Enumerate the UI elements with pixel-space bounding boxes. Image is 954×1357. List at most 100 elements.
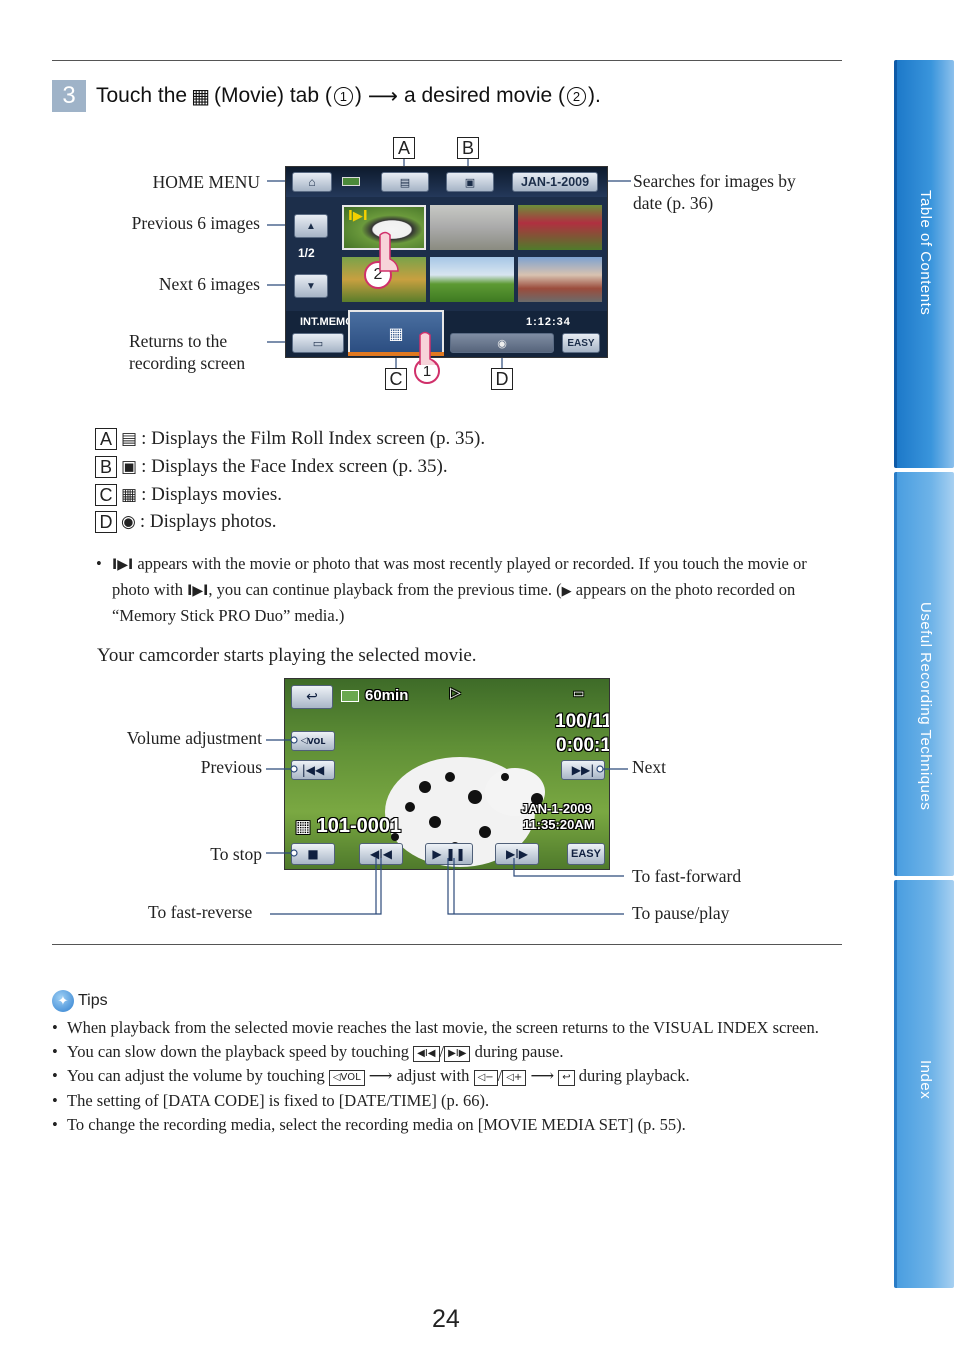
fast-forward-icon: ▶I▶ [506,847,528,861]
film-roll-index-button[interactable]: ▤ [381,172,429,192]
easy-button[interactable]: EASY [562,333,600,353]
desc-a: A ▤ : Displays the Film Roll Index scree… [95,428,485,450]
movie-tab-icon: ▦ [191,84,210,108]
playback-time: 0:00:14 [556,735,610,756]
thumbnail-3[interactable] [518,205,602,250]
desc-text: : Displays the Face Index screen (p. 35)… [141,456,448,477]
tip-text: You can slow down the playback speed by … [67,1042,410,1062]
section-rule [52,944,842,945]
next-6-button[interactable]: ▼ [294,274,328,298]
resume-note: • I▶I appears with the movie or photo th… [96,552,836,629]
label-volume: Volume adjustment [126,728,262,748]
triangle-up-icon: ▲ [306,220,316,232]
return-icon: ↩ [558,1070,575,1087]
label-fast-forward: To fast-forward [632,866,742,886]
desc-c: C ▦ : Displays movies. [95,484,282,506]
face-index-button[interactable]: ▣ [446,172,494,192]
previous-6-button[interactable]: ▲ [294,214,328,238]
fast-forward-icon: ▶I▶ [444,1046,471,1063]
fast-reverse-icon: ◀I◀ [370,847,392,861]
previous-button[interactable]: |◀◀ [291,760,335,780]
return-to-recording-button[interactable]: ▭ [292,333,344,353]
face-icon: ▣ [121,457,138,477]
next-button[interactable]: ▶▶| [561,760,605,780]
home-icon: ⌂ [308,175,316,189]
label-searches: Searches for images by date (p. 36) [633,171,796,213]
label-previous: Previous [200,757,262,777]
tab-label: Index [917,1060,934,1100]
recording-date: JAN-1-2009 [521,801,592,816]
return-icon: ↩ [306,689,318,705]
tab-index[interactable]: Index [894,880,954,1288]
movie-playback-screen: ↩ 60min ▷ ▭ 100/112 0:00:14 ◁VOL |◀◀ ▶▶|… [284,678,610,870]
desc-text: : Displays photos. [139,511,277,532]
circled-number: 1 [333,86,353,106]
thumbnail-2[interactable] [430,205,514,250]
volume-button[interactable]: ◁VOL [291,731,335,751]
letter-a-box: A [393,137,415,159]
page-indicator: 1/2 [298,246,315,260]
letter-b-box: B [95,456,117,478]
skip-next-icon: ▶▶| [571,763,595,777]
easy-button[interactable]: EASY [567,843,605,865]
return-button[interactable]: ↩ [291,685,333,709]
battery-icon [341,690,359,702]
tab-useful-recording-techniques[interactable]: Useful Recording Techniques [894,472,954,876]
triangle-down-icon: ▼ [306,280,316,292]
tips-heading: ✦ Tips [52,990,108,1012]
recording-counter: 1:12:34 [526,316,571,328]
memory-icon: ▭ [573,686,585,700]
tab-label: Table of Contents [917,190,934,316]
arrow-right-icon: ⟶ [530,1066,555,1086]
desc-text: : Displays movies. [141,484,282,505]
fast-forward-button[interactable]: ▶I▶ [495,843,539,865]
stop-icon: ■ [307,847,319,861]
tip-text: during pause. [474,1042,564,1062]
camera-icon: ▭ [312,337,324,350]
home-menu-button[interactable]: ⌂ [292,172,332,192]
resume-icon: I▶I [348,209,368,224]
label-fast-reverse: To fast-reverse [148,902,253,922]
label-next: Next [632,757,667,777]
battery-time: 60min [365,687,409,704]
battery-icon [342,177,360,186]
visual-index-screen: ⌂ ▤ ▣ JAN-1-2009 ▲ 1/2 ▼ I▶I INT.MEMORY … [285,166,608,358]
step-heading: 3 Touch the ▦ (Movie) tab ( 1 ) ⟶ a desi… [52,80,601,112]
tip-text: during playback. [578,1066,690,1086]
camera-icon: ◉ [497,337,507,350]
date-search-button[interactable]: JAN-1-2009 [512,172,598,192]
speaker-icon: ◁ [300,736,308,746]
fast-reverse-icon: ◀I◀ [413,1046,440,1063]
tip-text: adjust with [396,1066,470,1086]
arrow-right-icon: ⟶ [367,84,398,108]
movie-icon: ▦ [295,817,312,837]
letter-c-box: C [385,368,407,390]
movie-tab-indicator [348,352,444,356]
resume-icon: I▶I [112,557,134,573]
step-text: Touch the [96,84,188,107]
letter-d-box: D [491,368,513,390]
finger-pointer-icons [379,231,438,365]
play-icon: ▶ [561,583,572,599]
tip-text: The setting of [DATA CODE] is fixed to [… [67,1090,490,1110]
volume-down-icon: ◁− [473,1070,498,1087]
label-previous-6: Previous 6 images [131,213,260,233]
tab-table-of-contents[interactable]: Table of Contents [894,60,954,468]
volume-up-icon: ◁+ [502,1070,527,1087]
movie-count: 100/112 [555,711,609,732]
thumbnail-6[interactable] [518,257,602,302]
resume-icon: I▶I [187,582,209,599]
top-rule [52,60,842,61]
photo-tab[interactable]: ◉ [450,333,554,353]
tip-text: To change the recording media, select th… [67,1114,686,1134]
step-number: 3 [52,80,86,112]
play-pause-icon: ▶ ❚❚ [432,847,466,861]
tip-item: The setting of [DATA CODE] is fixed to [… [52,1089,852,1113]
thumbnail-5[interactable] [430,257,514,302]
pause-play-button[interactable]: ▶ ❚❚ [425,843,473,865]
camera-icon: ◉ [121,512,136,532]
note-text: appears with the movie or photo that was… [112,554,807,599]
tip-item: To change the recording media, select th… [52,1113,852,1137]
vol-label: VOL [307,736,326,746]
step-text: ). [588,84,601,107]
